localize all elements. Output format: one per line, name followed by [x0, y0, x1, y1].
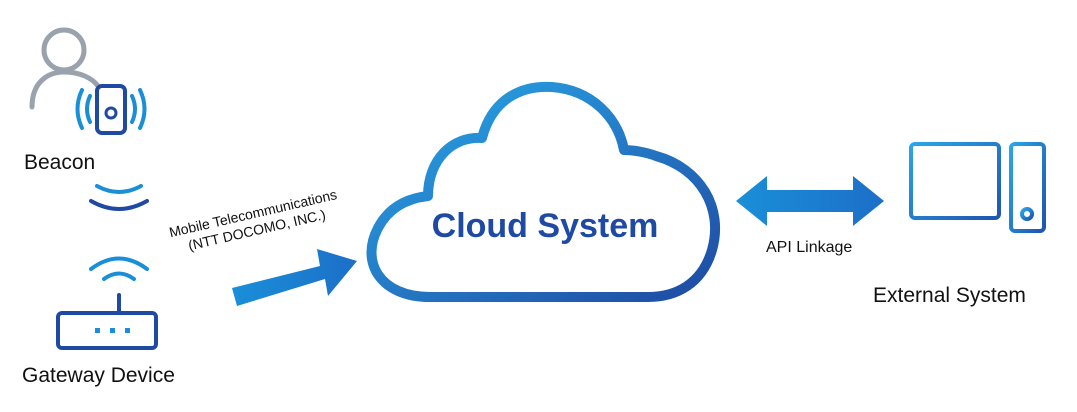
gateway-device-label: Gateway Device: [22, 364, 175, 387]
monitor-icon: [909, 142, 1001, 234]
cloud-icon: [366, 81, 721, 302]
pc-tower-icon: [1009, 142, 1046, 233]
api-linkage-label: API Linkage: [766, 239, 853, 256]
cloud-system-title: Cloud System: [431, 207, 659, 245]
person-icon: [29, 27, 101, 110]
telecom-arrow: [232, 249, 357, 306]
api-linkage-arrow: [736, 176, 884, 226]
beacon-device-icon: [75, 84, 147, 135]
beacon-label: Beacon: [24, 151, 96, 174]
router-icon: [56, 293, 158, 350]
beacon-signal-icon: [89, 184, 149, 211]
wifi-signal-icon: [89, 256, 149, 281]
external-system-label: External System: [873, 284, 1026, 307]
